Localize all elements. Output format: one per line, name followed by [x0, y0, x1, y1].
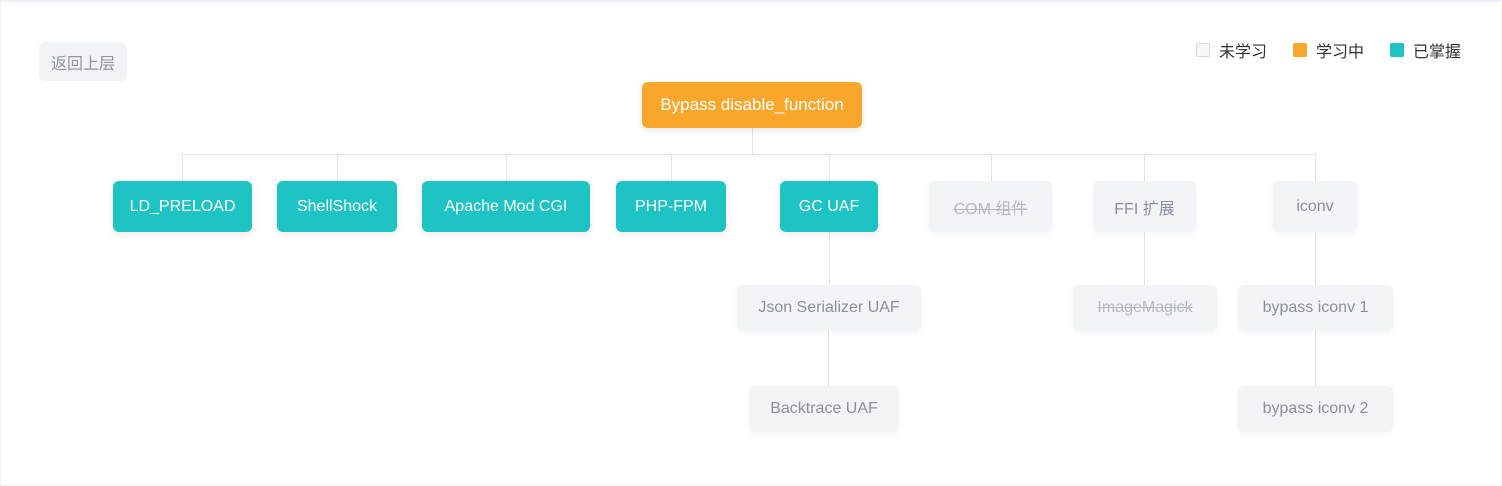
node-gc-uaf[interactable]: GC UAF — [780, 181, 878, 232]
connector-line — [671, 154, 672, 181]
node-backtrace-uaf[interactable]: Backtrace UAF — [749, 386, 899, 432]
mastered-swatch-icon — [1389, 43, 1404, 57]
node-bypass-iconv-2[interactable]: bypass iconv 2 — [1238, 386, 1393, 432]
node-ffi-extension[interactable]: FFI 扩展 — [1093, 181, 1196, 232]
legend-label-unlearned: 未学习 — [1218, 44, 1267, 61]
connector-line — [752, 128, 753, 154]
node-json-serializer-uaf[interactable]: Json Serializer UAF — [737, 285, 921, 331]
node-shellshock[interactable]: ShellShock — [277, 181, 397, 232]
connector-line — [1315, 154, 1316, 181]
connector-line — [1315, 232, 1316, 285]
connector-line — [829, 232, 830, 285]
connector-line — [182, 154, 1316, 155]
status-legend: 未学习 学习中 已掌握 — [1195, 38, 1461, 62]
connector-line — [828, 331, 829, 386]
node-ld-preload[interactable]: LD_PRELOAD — [113, 181, 252, 232]
connector-line — [1144, 232, 1145, 285]
learning-swatch-icon — [1292, 43, 1307, 57]
legend-label-mastered: 已掌握 — [1412, 44, 1461, 61]
back-button[interactable]: 返回上层 — [39, 42, 127, 81]
node-apache-mod-cgi[interactable]: Apache Mod CGI — [422, 181, 590, 232]
node-root[interactable]: Bypass disable_function — [642, 82, 862, 128]
connector-line — [182, 154, 183, 181]
connector-line — [506, 154, 507, 181]
connector-line — [337, 154, 338, 181]
connector-line — [991, 154, 992, 181]
node-imagemagick[interactable]: ImageMagick — [1073, 285, 1217, 331]
legend-item-mastered: 已掌握 — [1389, 38, 1461, 62]
connector-line — [829, 154, 830, 181]
node-com-component[interactable]: COM 组件 — [929, 181, 1052, 232]
connector-line — [1144, 154, 1145, 181]
node-iconv[interactable]: iconv — [1273, 181, 1357, 232]
legend-item-learning: 学习中 — [1292, 38, 1364, 62]
legend-label-learning: 学习中 — [1315, 44, 1364, 61]
node-bypass-iconv-1[interactable]: bypass iconv 1 — [1238, 285, 1393, 331]
connector-line — [1315, 331, 1316, 386]
legend-item-unlearned: 未学习 — [1195, 38, 1267, 62]
unlearned-swatch-icon — [1195, 43, 1210, 57]
node-php-fpm[interactable]: PHP-FPM — [616, 181, 726, 232]
